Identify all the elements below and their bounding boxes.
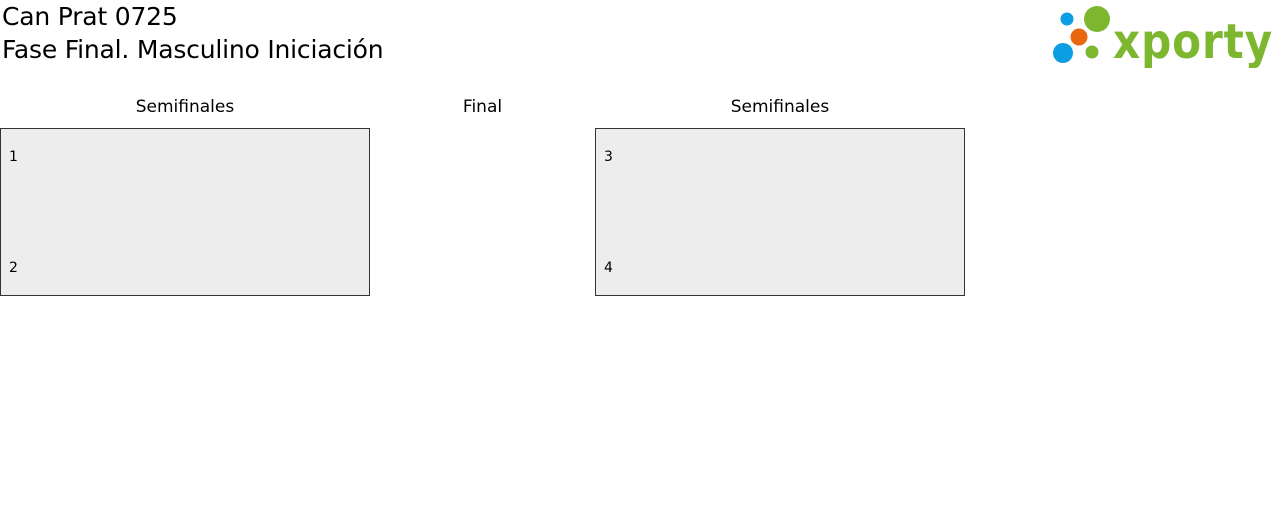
seed-3-label: 3 xyxy=(604,149,613,165)
logo-dot-green-small xyxy=(1085,45,1099,59)
logo-dot-green-large xyxy=(1084,6,1110,32)
seed-1-label: 1 xyxy=(9,149,18,165)
logo-dot-blue-small xyxy=(1060,12,1074,26)
column-header-final: Final xyxy=(462,97,503,117)
phase-title: Fase Final. Masculino Iniciación xyxy=(2,35,384,64)
xporty-logo[interactable]: xporty xyxy=(1050,2,1276,68)
column-header-semifinals-left: Semifinales xyxy=(135,97,235,117)
logo-wordmark: xporty xyxy=(1113,14,1273,68)
seed-4-label: 4 xyxy=(604,260,613,276)
semifinal-match-2[interactable]: 3 4 xyxy=(595,128,965,296)
logo-dot-orange xyxy=(1070,28,1088,46)
seed-2-label: 2 xyxy=(9,260,18,276)
semifinal-match-1[interactable]: 1 2 xyxy=(0,128,370,296)
competition-title: Can Prat 0725 xyxy=(2,2,178,31)
column-header-semifinals-right: Semifinales xyxy=(730,97,830,117)
logo-dot-blue-large xyxy=(1053,43,1073,63)
